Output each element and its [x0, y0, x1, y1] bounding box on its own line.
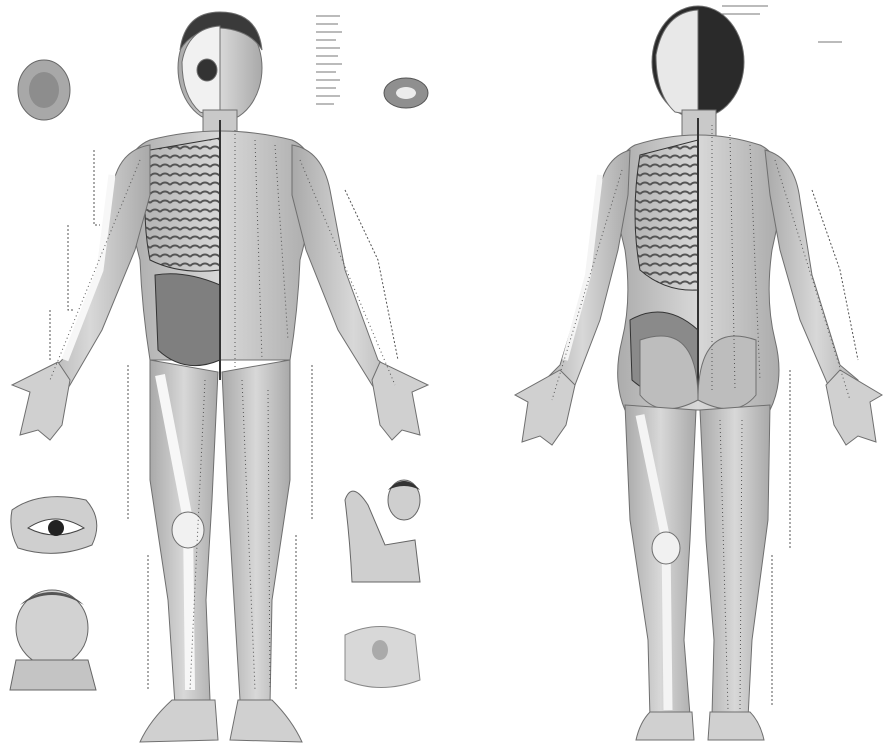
front-ribcage — [145, 138, 220, 271]
eye-icon — [11, 497, 97, 554]
back-figure — [515, 6, 882, 740]
back-right-foot — [708, 712, 764, 740]
front-left-foot — [140, 700, 218, 742]
face-up-icon — [10, 590, 96, 690]
back-right-hand — [826, 370, 882, 445]
front-left-hand — [12, 362, 70, 440]
back-right-arm — [765, 150, 868, 415]
back-ribcage — [635, 140, 698, 290]
front-right-foot — [230, 700, 302, 742]
back-label-ticks — [722, 6, 842, 42]
armpit-icon — [345, 480, 420, 582]
back-right-leg — [700, 405, 770, 718]
front-right-leg — [222, 360, 290, 705]
front-right-hand — [372, 362, 428, 440]
front-label-ticks — [316, 16, 342, 104]
back-left-foot — [636, 712, 694, 740]
skull-top-icon — [18, 60, 70, 120]
back-left-hand — [515, 370, 575, 445]
perineum-icon — [345, 627, 420, 688]
vertebra-icon — [384, 78, 428, 108]
